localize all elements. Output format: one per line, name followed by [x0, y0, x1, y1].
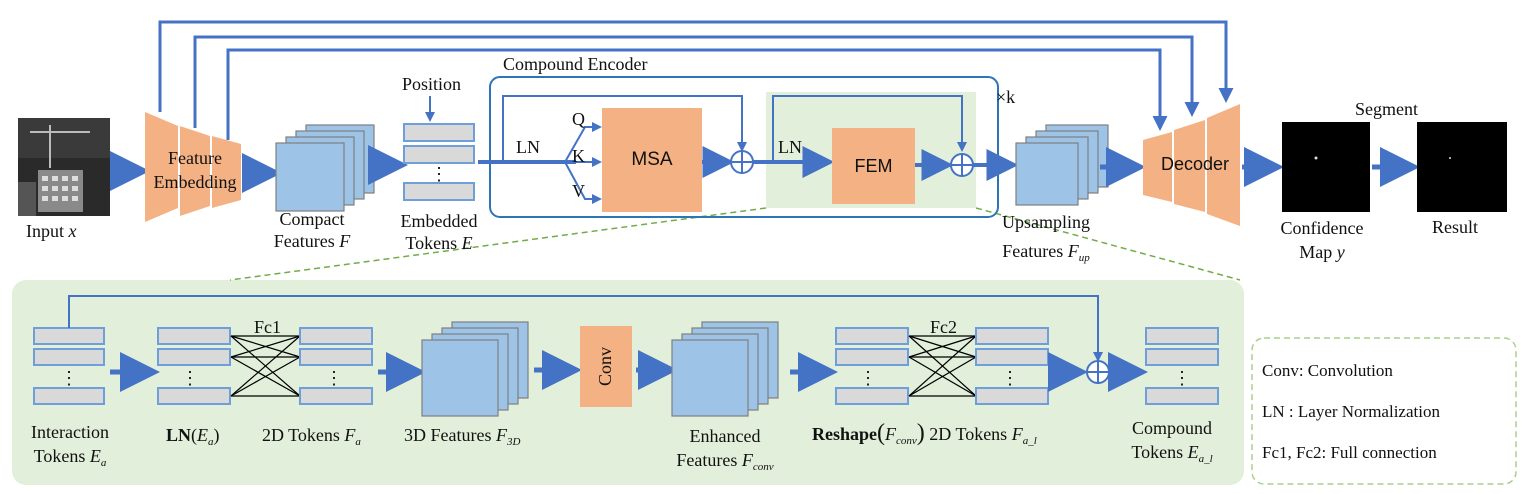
- feature-embedding-block: [145, 112, 241, 222]
- add-node-2: [950, 153, 974, 177]
- 3d-features-label: 3D Features F3D: [404, 425, 521, 448]
- k-label: K: [572, 146, 585, 166]
- svg-text:⋮: ⋮: [859, 368, 877, 388]
- reshape-tokens: ⋮: [835, 327, 909, 405]
- ln-label-2: LN: [778, 137, 802, 157]
- residual-bottom: [68, 295, 1103, 362]
- svg-text:⋮: ⋮: [1001, 368, 1019, 388]
- result-image: [1417, 122, 1507, 212]
- fem-label: FEM: [854, 155, 893, 176]
- input-label: Input x: [26, 221, 77, 241]
- svg-text:⋮: ⋮: [60, 368, 78, 388]
- msa-block: [602, 108, 702, 212]
- residual-msa: [502, 95, 747, 162]
- upsampling-features-stack: [1015, 124, 1109, 206]
- legend-box: [1251, 337, 1517, 485]
- fc2-connections: [908, 335, 977, 397]
- result-label: Result: [1432, 217, 1479, 237]
- fc1-label: Fc1: [254, 317, 281, 337]
- ln-tokens: ⋮: [157, 327, 231, 405]
- ln-label-1: LN: [516, 137, 540, 157]
- compound-encoder-title: Compound Encoder: [503, 54, 648, 74]
- add-node-1: [730, 150, 754, 174]
- fc2-label: Fc2: [930, 317, 957, 337]
- msa-label: MSA: [631, 149, 673, 170]
- conv-block: [580, 326, 632, 407]
- segment-label: Segment: [1355, 99, 1418, 119]
- enhanced-features-stack: [671, 321, 779, 417]
- 2d-tokens-label: 2D Tokens Fa: [262, 425, 361, 448]
- 3d-features-stack: [421, 321, 529, 417]
- svg-text:⋮: ⋮: [1173, 368, 1191, 388]
- compound-encoder-box: [489, 76, 999, 218]
- zoom-line-left: [229, 207, 767, 281]
- fc1-tokens: ⋮: [299, 327, 373, 405]
- q-label: Q: [572, 109, 585, 129]
- svg-text:⋮: ⋮: [181, 368, 199, 388]
- fem-block: [832, 128, 915, 204]
- skip-connection-3: [226, 48, 1168, 140]
- skip-connection-1: [158, 20, 1234, 112]
- skip-connection-2: [193, 35, 1200, 128]
- legend-conv: Conv: Convolution: [1262, 361, 1393, 380]
- v-label: V: [572, 181, 585, 201]
- compact-features-stack: [275, 124, 375, 212]
- zoom-line-right: [975, 207, 1241, 281]
- compound-tokens: ⋮: [1145, 327, 1219, 405]
- fc2-tokens: ⋮: [975, 327, 1049, 405]
- repeat-label: ×k: [996, 87, 1016, 107]
- position-label: Position: [402, 74, 462, 94]
- conv-label: Conv: [595, 346, 616, 387]
- svg-text:⋮: ⋮: [325, 368, 343, 388]
- decoder-block: [1143, 104, 1240, 226]
- confidence-map-image: [1282, 122, 1370, 212]
- input-image: [18, 118, 110, 216]
- add-node-bottom: [1086, 360, 1110, 384]
- residual-fem: [772, 95, 967, 162]
- fc1-connections: [230, 335, 301, 397]
- embedded-tokens: ⋮: [403, 123, 475, 201]
- interaction-tokens: ⋮: [33, 327, 105, 405]
- svg-text:⋮: ⋮: [430, 164, 448, 184]
- legend-fc: Fc1, Fc2: Full connection: [1262, 443, 1437, 462]
- decoder-label: Decoder: [1160, 153, 1230, 174]
- ln-ea-label: LN(Ea): [166, 425, 220, 448]
- legend-ln: LN : Layer Normalization: [1262, 402, 1440, 421]
- reshape-label: Reshape(Fconv) 2D Tokens Fa_l: [812, 420, 1037, 447]
